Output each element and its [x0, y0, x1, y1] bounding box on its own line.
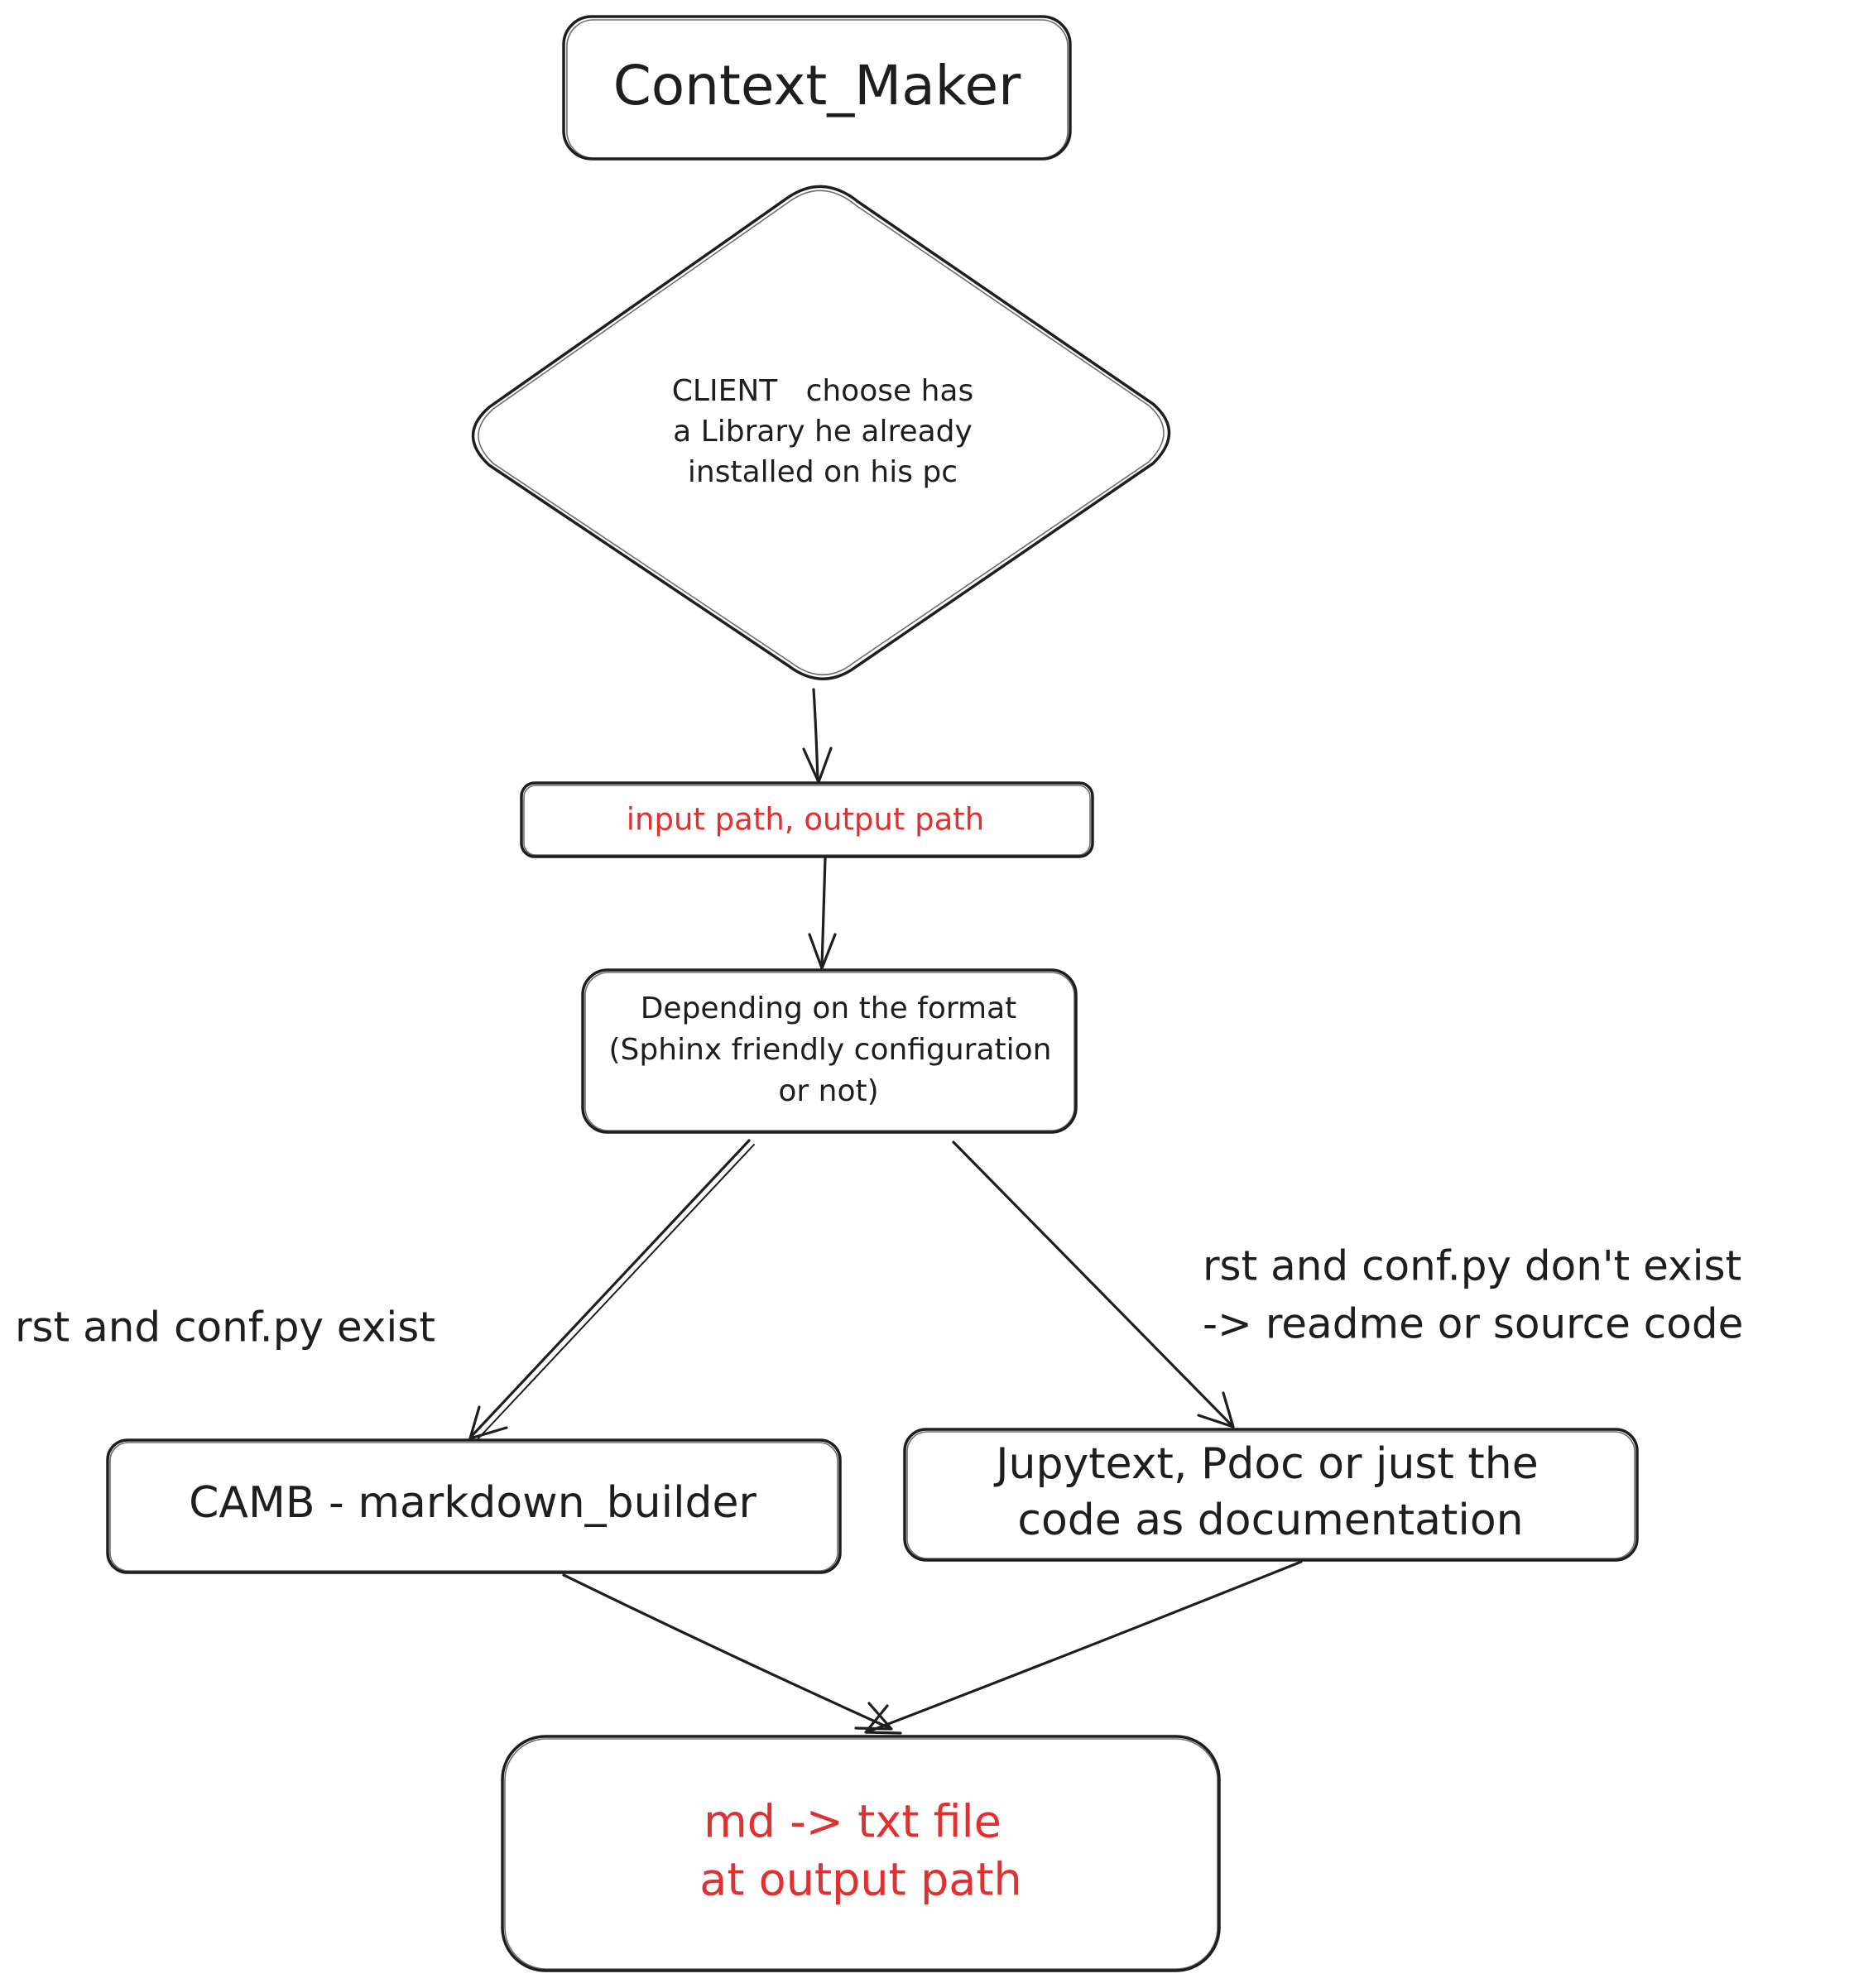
format-label-line-2: (Sphinx friendly configuration — [609, 1033, 1052, 1067]
decision-label-line-1: CLIENT choose has — [672, 374, 973, 408]
node-decision[interactable]: CLIENT choose has a Library he already i… — [471, 185, 1171, 680]
jupytext-label-line-2: code as documentation — [1017, 1496, 1523, 1545]
paths-label: input path, output path — [627, 802, 985, 838]
format-label-line-3: or not) — [778, 1074, 878, 1108]
edge-format-to-camb — [468, 1139, 755, 1441]
edge-label-exists: rst and conf.py exist — [15, 1304, 435, 1352]
node-output[interactable]: md -> txt file at output path — [501, 1735, 1221, 1972]
format-label-line-1: Depending on the format — [641, 992, 1017, 1025]
node-title[interactable]: Context_Maker — [562, 15, 1072, 161]
edge-label-not-exists-line-2: -> readme or source code — [1203, 1300, 1743, 1348]
decision-label-line-3: installed on his pc — [688, 455, 958, 489]
title-label: Context_Maker — [613, 54, 1021, 118]
node-jupytext[interactable]: Jupytext, Pdoc or just the code as docum… — [903, 1428, 1639, 1562]
edge-label-not-exists-line-1: rst and conf.py don't exist — [1203, 1242, 1741, 1290]
decision-label-line-2: a Library he already — [673, 415, 973, 449]
camb-label: CAMB - markdown_builder — [189, 1478, 756, 1528]
edge-paths-to-format — [808, 857, 837, 970]
edge-camb-to-output — [562, 1573, 893, 1731]
output-label-line-1: md -> txt file — [704, 1796, 1001, 1848]
node-paths[interactable]: input path, output path — [520, 781, 1094, 858]
jupytext-label-line-1: Jupytext, Pdoc or just the — [993, 1439, 1539, 1489]
edge-format-to-jupytext — [952, 1140, 1235, 1429]
edge-decision-to-paths — [802, 688, 833, 784]
node-format[interactable]: Depending on the format (Sphinx friendly… — [581, 968, 1078, 1134]
edge-jupytext-to-output — [864, 1560, 1303, 1735]
node-camb[interactable]: CAMB - markdown_builder — [106, 1438, 842, 1574]
output-label-line-2: at output path — [699, 1854, 1021, 1906]
